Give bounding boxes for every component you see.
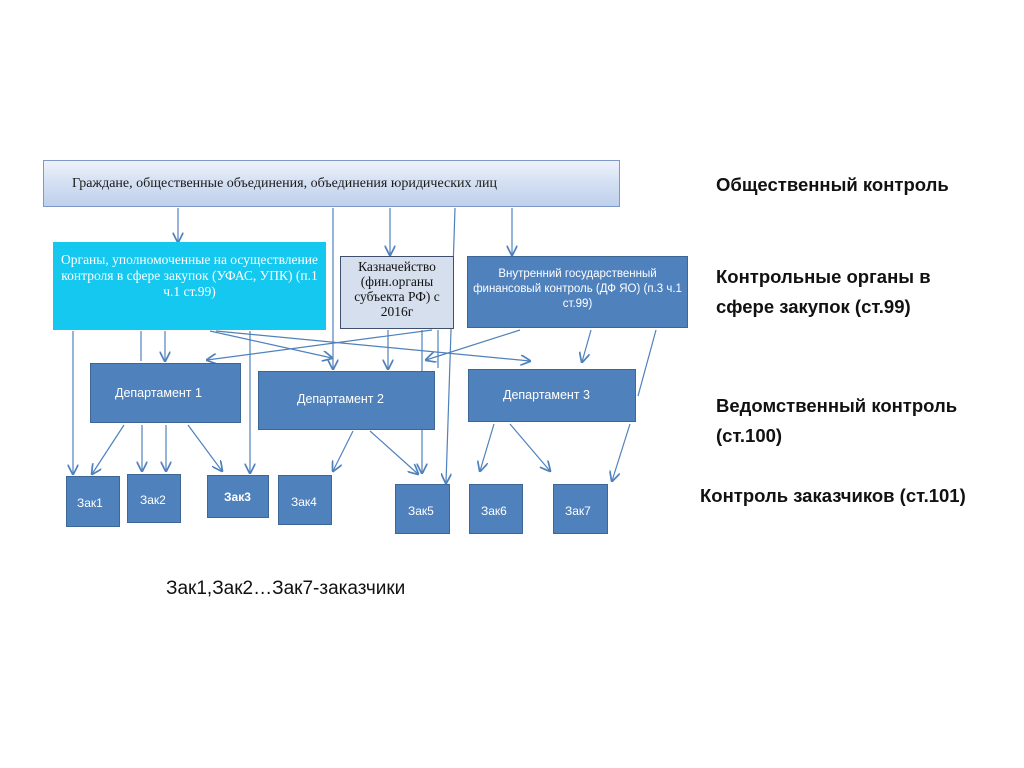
arrow-dept3-to-zak7a [509,423,550,471]
customer-5-box: Зак5 [395,484,450,534]
citizens-box: Граждане, общественные объединения, объе… [43,160,620,207]
customer-7-box: Зак7 [553,484,608,534]
customer-2-box: Зак2 [127,474,181,523]
public-control-label: Общественный контроль [716,174,949,195]
arrow-internal-to-dept3 [582,329,592,362]
arrow-dept3-to-zak7b [612,423,631,481]
arrow-organs-to-dept2 [209,330,332,358]
departmental-control-label: Ведомственный контроль (ст.100) [716,395,958,446]
customer-4-box: Зак4 [278,475,332,525]
customer-1-box: Зак1 [66,476,120,527]
internal-control-box: Внутренний государственный финансовый ко… [467,256,688,328]
department-3-box: Департамент 3 [468,369,636,422]
arrow-dept2-to-zak4 [333,430,354,471]
department-1-box: Департамент 1 [90,363,241,423]
arrow-top-to-zak5 [446,207,456,483]
customer-6-box: Зак6 [469,484,523,534]
control-organs-box: Органы, уполномоченные на осуществление … [53,242,326,330]
arrow-dept2-to-zak5 [369,430,418,474]
arrow-treasury-to-dept1 [207,329,433,360]
arrow-dept3-to-zak6 [480,423,495,471]
department-2-box: Департамент 2 [258,371,435,430]
customer-3-box: Зак3 [207,475,269,518]
arrow-internal-line [637,329,657,397]
arrow-internal-to-dept2 [426,329,521,360]
arrow-organs-to-dept3 [215,330,530,361]
customers-legend: Зак1,Зак2…Зак7-заказчики [166,578,406,599]
arrow-dept1-to-zak1 [92,424,125,474]
treasury-box: Казначейство (фин.органы субъекта РФ) с … [340,256,454,329]
customer-control-label: Контроль заказчиков (ст.101) [700,485,966,506]
arrow-dept1-to-zak3 [187,424,222,471]
control-organs-label: Контрольные органы в сфере закупок (ст.9… [716,266,931,317]
